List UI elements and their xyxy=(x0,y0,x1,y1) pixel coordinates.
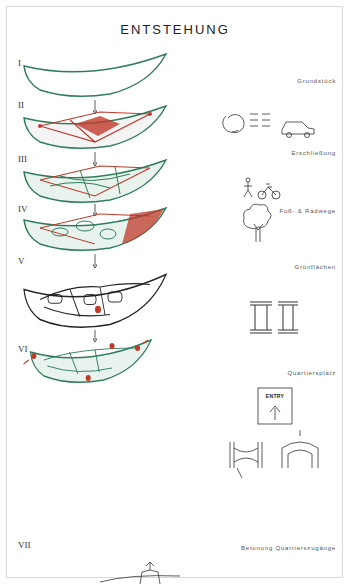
step-number: I xyxy=(18,58,21,68)
step-number: IV xyxy=(18,204,28,214)
step-label: Quartiersplatz xyxy=(287,370,336,376)
step-number: III xyxy=(18,154,27,164)
step-label: Betonung Quartierszugänge xyxy=(241,545,336,551)
step-number: V xyxy=(18,256,25,266)
step-number: VI xyxy=(18,344,28,354)
step-label: Grundstück xyxy=(297,78,336,84)
diagram-title: ENTSTEHUNG xyxy=(120,22,230,37)
step-number: VII xyxy=(18,540,31,550)
step-label: Grünflächen xyxy=(295,264,337,270)
step-label: Erschließung xyxy=(291,150,336,156)
step-number: II xyxy=(18,100,24,110)
sign-text: ENTRY xyxy=(266,393,284,399)
step-label: Fuß- & Radwege xyxy=(279,208,336,214)
